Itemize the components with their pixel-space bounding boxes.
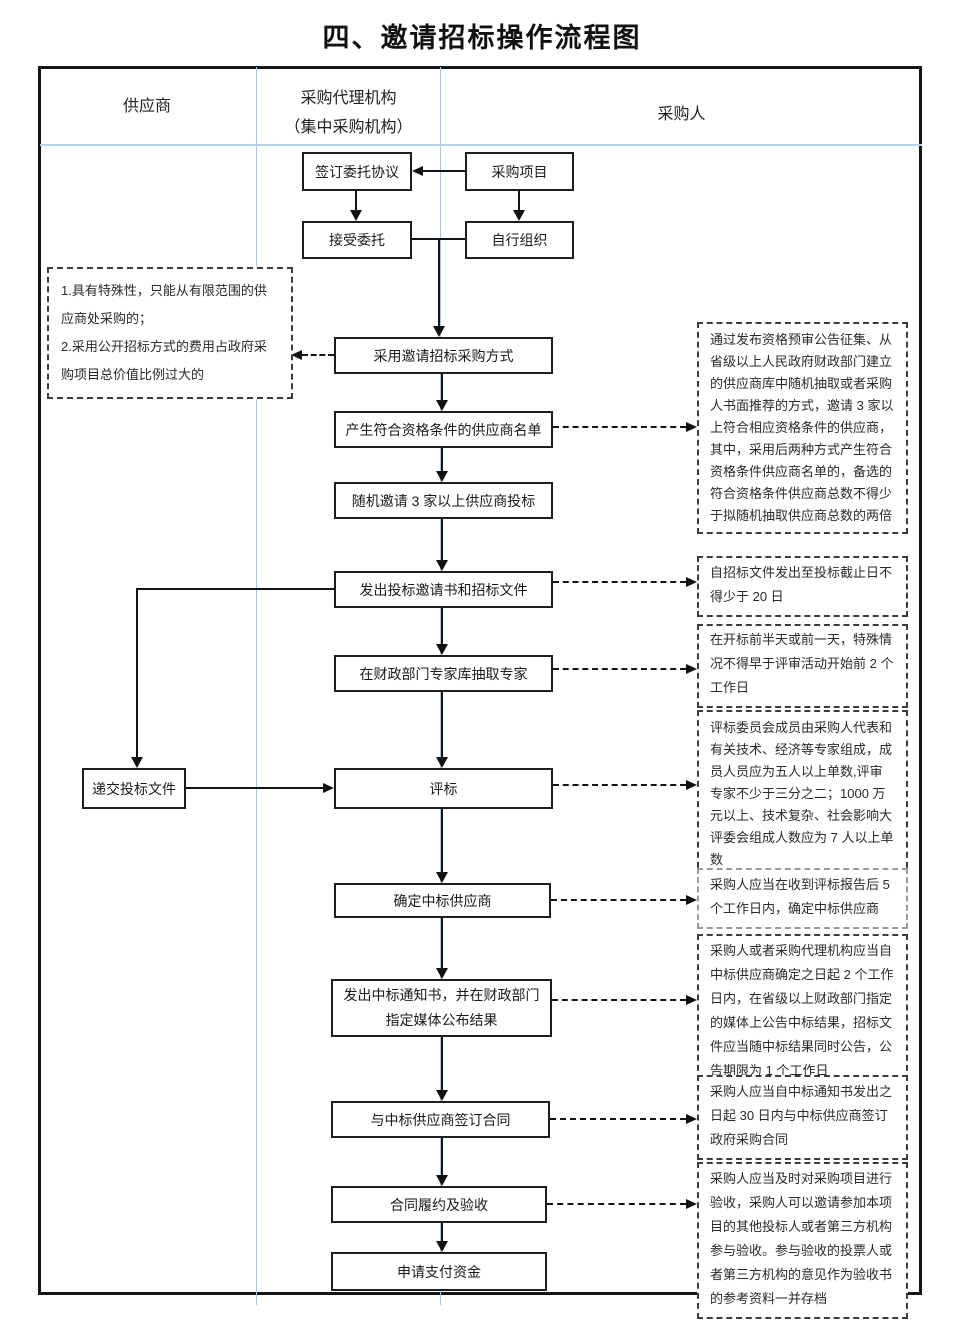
arrowhead-left-icon: [412, 166, 423, 176]
note-determine-5days: 采购人应当在收到评标报告后 5 个工作日内，确定中标供应商: [697, 868, 908, 929]
arrowhead-down-icon: [436, 1175, 448, 1186]
page-title: 四、邀请招标操作流程图: [322, 23, 642, 53]
arrowhead-right-icon: [323, 783, 334, 793]
arrowhead-down-icon: [436, 968, 448, 979]
node-sign-agreement: 签订委托协议: [302, 152, 412, 191]
node-submit-bid: 递交投标文件: [82, 768, 186, 809]
connector-notice-contract: [441, 1037, 443, 1091]
arrowhead-right-icon: [686, 664, 697, 674]
dashed-connector-notice-note: [552, 999, 686, 1001]
note-deadline-20days: 自招标文件发出至投标截止日不得少于 20 日: [697, 556, 908, 617]
arrowhead-right-icon: [686, 1199, 697, 1209]
arrowhead-down-icon: [513, 210, 525, 221]
connector-project-down: [518, 191, 520, 212]
connector-performance-payment: [441, 1223, 443, 1242]
column-header-purchaser: 采购人: [657, 106, 706, 123]
dashed-connector-issue-note: [553, 581, 686, 583]
node-issue-notice: 发出中标通知书，并在财政部门指定媒体公布结果: [331, 979, 552, 1037]
arrowhead-down-icon: [433, 326, 445, 337]
node-performance: 合同履约及验收: [331, 1186, 547, 1223]
header-separator: [40, 144, 922, 146]
dashed-connector-generate-note: [553, 426, 686, 428]
arrowhead-down-icon: [436, 872, 448, 883]
node-evaluation: 评标: [334, 768, 553, 809]
node-random-invite: 随机邀请 3 家以上供应商投标: [334, 482, 553, 519]
node-sign-contract: 与中标供应商签订合同: [331, 1101, 550, 1138]
node-accept-entrustment: 接受委托: [302, 221, 412, 259]
connector-experts-evaluation: [441, 692, 443, 758]
column-header-supplier: 供应商: [122, 98, 171, 115]
node-procurement-project: 采购项目: [465, 152, 574, 191]
arrowhead-down-icon: [131, 757, 143, 768]
dashed-connector-adopt-leftnote: [302, 354, 334, 356]
arrowhead-right-icon: [686, 422, 697, 432]
note-announce-result: 采购人或者采购代理机构应当自中标供应商确定之日起 2 个工作日内，在省级以上财政…: [697, 934, 908, 1091]
arrowhead-down-icon: [350, 210, 362, 221]
note-contract-30days: 采购人应当自中标通知书发出之日起 30 日内与中标供应商签订政府采购合同: [697, 1075, 908, 1160]
arrowhead-left-icon: [291, 350, 302, 360]
note-condition-1: 1.具有特殊性，只能从有限范围的供应商处采购的；: [61, 283, 267, 326]
connector-submit-evaluation: [186, 787, 323, 789]
connector-agreement-down: [355, 191, 357, 212]
node-payment: 申请支付资金: [331, 1252, 547, 1291]
arrowhead-right-icon: [686, 780, 697, 790]
arrowhead-down-icon: [436, 1241, 448, 1252]
connector-project-to-agreement: [423, 170, 465, 172]
dashed-connector-performance-note: [547, 1203, 686, 1205]
column-divider-left: [256, 67, 257, 1305]
note-acceptance: 采购人应当及时对采购项目进行验收，采购人可以邀请参加本项目的其他投标人或者第三方…: [697, 1162, 908, 1319]
node-adopt-method: 采用邀请招标采购方式: [334, 337, 553, 374]
connector-issue-experts: [441, 608, 443, 645]
node-self-organize: 自行组织: [465, 221, 574, 259]
arrowhead-down-icon: [436, 757, 448, 768]
arrowhead-down-icon: [436, 1090, 448, 1101]
note-expert-timing: 在开标前半天或前一天，特殊情况不得早于评审活动开始前 2 个工作日: [697, 624, 908, 708]
arrowhead-right-icon: [686, 995, 697, 1005]
column-header-agency-line1: 采购代理机构: [300, 90, 397, 107]
arrowhead-down-icon: [436, 471, 448, 482]
node-generate-list: 产生符合资格条件的供应商名单: [334, 411, 553, 448]
arrowhead-down-icon: [436, 400, 448, 411]
arrowhead-down-icon: [436, 560, 448, 571]
connector-adopt-generate: [441, 374, 443, 401]
connector-issue-to-left: [137, 588, 334, 590]
node-issue-invitation: 发出投标邀请书和招标文件: [334, 571, 553, 608]
dashed-connector-determine-note: [551, 899, 686, 901]
dashed-connector-experts-note: [553, 668, 686, 670]
arrowhead-right-icon: [686, 1114, 697, 1124]
connector-contract-performance: [441, 1138, 443, 1176]
note-invitation-conditions: 1.具有特殊性，只能从有限范围的供应商处采购的； 2.采用公开招标方式的费用占政…: [47, 267, 293, 399]
arrowhead-down-icon: [436, 644, 448, 655]
flowchart-frame: [38, 66, 922, 1295]
connector-left-down: [136, 588, 138, 758]
node-draw-experts: 在财政部门专家库抽取专家: [334, 655, 553, 692]
connector-down-to-adopt: [438, 239, 440, 327]
connector-evaluation-determine: [441, 809, 443, 873]
note-condition-2: 2.采用公开招标方式的费用占政府采购项目总价值比例过大的: [61, 339, 267, 382]
arrowhead-right-icon: [686, 577, 697, 587]
note-evaluation-committee: 评标委员会成员由采购人代表和有关技术、经济等专家组成，成员人员应为五人以上单数,…: [697, 710, 908, 878]
arrowhead-right-icon: [686, 895, 697, 905]
connector-random-issue: [441, 519, 443, 561]
dashed-connector-evaluation-note: [553, 784, 686, 786]
note-qualification-method: 通过发布资格预审公告征集、从省级以上人民政府财政部门建立的供应商库中随机抽取或者…: [697, 322, 908, 534]
connector-generate-random: [441, 448, 443, 472]
column-header-agency-line2: （集中采购机构）: [284, 119, 413, 136]
connector-determine-notice: [441, 918, 443, 969]
node-determine-winner: 确定中标供应商: [334, 883, 551, 918]
dashed-connector-contract-note: [550, 1118, 686, 1120]
